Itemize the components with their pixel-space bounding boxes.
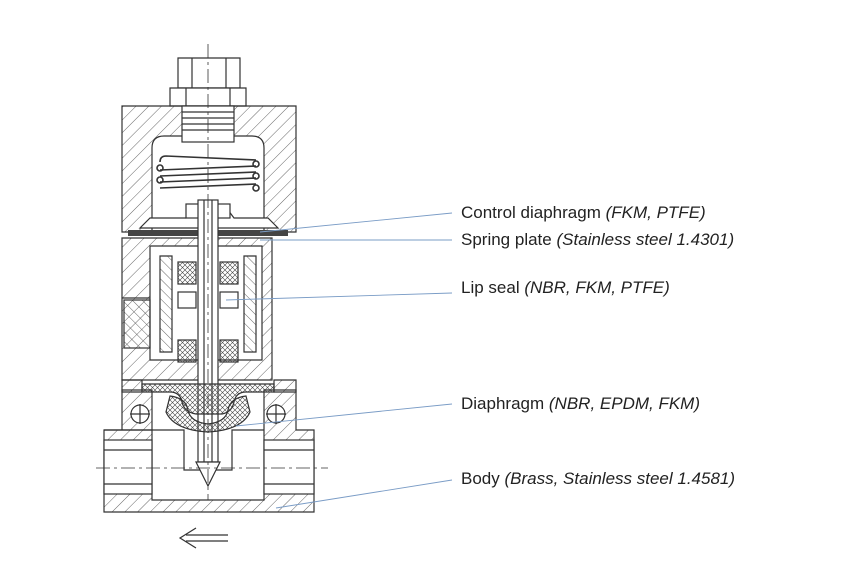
leader-lines xyxy=(225,212,453,509)
leader-diaphragm xyxy=(235,403,453,427)
callout-name: Diaphragm xyxy=(461,394,545,413)
valve-body xyxy=(103,379,315,513)
callout-name: Lip seal xyxy=(461,278,520,297)
center-lines xyxy=(96,44,328,500)
callout-name: Control diaphragm xyxy=(461,203,601,222)
callout-material: (NBR, EPDM, FKM) xyxy=(548,394,700,413)
callout-spring-plate: Spring plate (Stainless steel 1.4301) xyxy=(461,230,734,250)
callout-name: Spring plate xyxy=(461,230,552,249)
leader-lip-seal xyxy=(225,292,453,301)
leader-control-diaphragm xyxy=(259,212,453,233)
callout-control-diaphragm: Control diaphragm (FKM, PTFE) xyxy=(461,203,706,223)
callout-material: (Stainless steel 1.4301) xyxy=(556,230,735,249)
callout-material: (Brass, Stainless steel 1.4581) xyxy=(504,469,736,488)
middle-body xyxy=(121,237,273,381)
callout-name: Body xyxy=(461,469,500,488)
callout-diaphragm: Diaphragm (NBR, EPDM, FKM) xyxy=(461,394,700,414)
callout-material: (FKM, PTFE) xyxy=(605,203,706,222)
left-arrow-icon xyxy=(178,527,228,549)
callout-material: (NBR, FKM, PTFE) xyxy=(524,278,670,297)
callout-body: Body (Brass, Stainless steel 1.4581) xyxy=(461,469,735,489)
callout-lip-seal: Lip seal (NBR, FKM, PTFE) xyxy=(461,278,670,298)
leader-body xyxy=(275,479,453,509)
